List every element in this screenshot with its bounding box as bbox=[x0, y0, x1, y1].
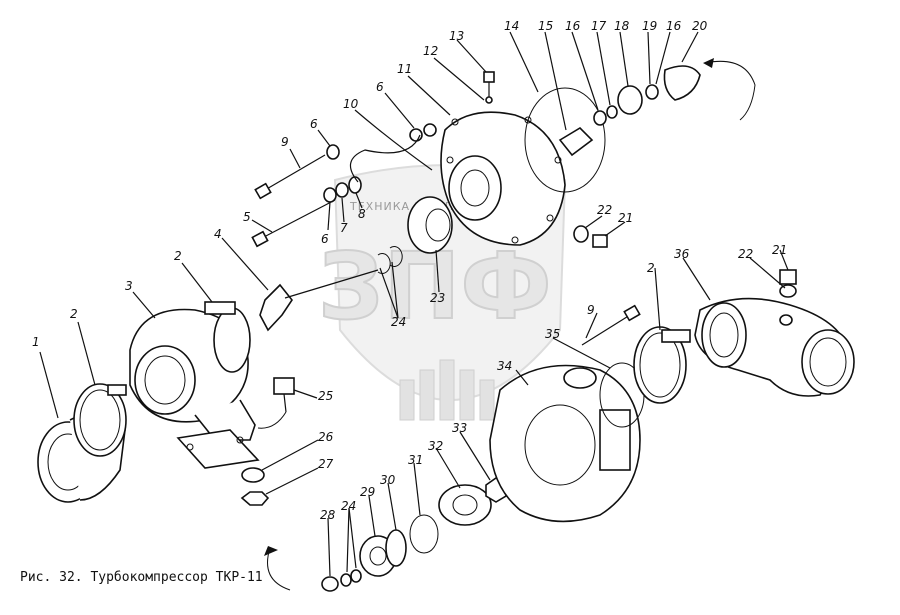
callout-18: 18 bbox=[614, 19, 630, 33]
callout-21b: 21 bbox=[772, 243, 787, 257]
part-bolt-25 bbox=[257, 377, 295, 429]
callout-12: 12 bbox=[423, 44, 438, 58]
callout-2b: 2 bbox=[174, 249, 182, 263]
part-nut-28 bbox=[321, 569, 362, 592]
callout-19: 19 bbox=[642, 19, 657, 33]
callout-20: 20 bbox=[692, 19, 708, 33]
part-center-housing bbox=[440, 111, 566, 246]
callout-6b: 6 bbox=[321, 232, 329, 246]
callout-3: 3 bbox=[125, 279, 133, 293]
part-compressor-housing bbox=[489, 364, 641, 523]
callout-7: 7 bbox=[340, 221, 348, 235]
callout-16a: 16 bbox=[565, 19, 581, 33]
callout-34: 34 bbox=[497, 359, 512, 373]
callout-2c: 2 bbox=[647, 261, 655, 275]
callout-8: 8 bbox=[358, 207, 366, 221]
callout-17: 17 bbox=[591, 19, 607, 33]
callout-35: 35 bbox=[545, 327, 560, 341]
callout-9a: 9 bbox=[281, 135, 289, 149]
callout-13: 13 bbox=[449, 29, 464, 43]
figure-caption: Рис. 32. Турбокомпрессор ТКР-11 bbox=[20, 570, 263, 585]
callout-16b: 16 bbox=[666, 19, 682, 33]
callout-6a: 6 bbox=[310, 117, 318, 131]
callout-22b: 22 bbox=[738, 247, 753, 261]
callout-26: 26 bbox=[318, 430, 334, 444]
part-bolt-5 bbox=[251, 199, 336, 248]
part-clamp-turbine bbox=[204, 301, 251, 373]
callout-28: 28 bbox=[320, 508, 336, 522]
callout-1: 1 bbox=[32, 335, 40, 349]
part-outlet-elbow bbox=[694, 297, 855, 397]
callout-4: 4 bbox=[214, 227, 222, 241]
callout-9b: 9 bbox=[587, 303, 595, 317]
callout-10: 10 bbox=[343, 97, 359, 111]
callout-14: 14 bbox=[504, 19, 519, 33]
callout-22a: 22 bbox=[597, 203, 612, 217]
callout-25: 25 bbox=[318, 389, 333, 403]
callout-5: 5 bbox=[243, 210, 251, 224]
part-screw-12-13 bbox=[483, 71, 495, 104]
part-washers-6-7-8 bbox=[323, 144, 362, 203]
callout-24b: 24 bbox=[341, 499, 356, 513]
part-clamp-left bbox=[73, 383, 127, 457]
callout-21a: 21 bbox=[618, 211, 633, 225]
callout-11: 11 bbox=[397, 62, 412, 76]
part-oring-14 bbox=[524, 87, 606, 193]
part-plug-21-22-right bbox=[779, 269, 797, 298]
part-bolt-9-top bbox=[254, 154, 326, 200]
part-washer-26 bbox=[241, 467, 265, 483]
callout-15: 15 bbox=[538, 19, 553, 33]
part-turbine-rotor bbox=[259, 269, 379, 332]
rotation-arrow-top bbox=[703, 58, 756, 121]
part-clamp-right bbox=[633, 326, 691, 404]
callout-6c: 6 bbox=[376, 80, 384, 94]
callout-32: 32 bbox=[428, 439, 443, 453]
part-bolt-9-right bbox=[581, 304, 641, 346]
callout-23: 23 bbox=[430, 291, 445, 305]
part-small-16-20 bbox=[593, 65, 701, 126]
part-snapring-31 bbox=[409, 514, 439, 554]
leader-lines bbox=[39, 31, 789, 577]
callout-30: 30 bbox=[380, 473, 396, 487]
part-seal-23 bbox=[407, 196, 453, 254]
callout-29: 29 bbox=[360, 485, 375, 499]
part-bearing-15 bbox=[558, 126, 594, 157]
callout-labels: 1 2 2 2 3 4 5 6 6 6 7 8 9 9 10 11 12 13 … bbox=[32, 19, 787, 522]
part-nut-27 bbox=[240, 491, 270, 506]
callout-2a: 2 bbox=[70, 307, 78, 321]
callout-27: 27 bbox=[318, 457, 334, 471]
callout-31: 31 bbox=[408, 453, 423, 467]
rotation-arrow-bottom bbox=[264, 546, 291, 591]
part-compressor-wheel bbox=[438, 484, 492, 526]
callout-36: 36 bbox=[674, 247, 690, 261]
callout-24a: 24 bbox=[391, 315, 406, 329]
part-plug-21-22 bbox=[573, 225, 608, 248]
callout-33: 33 bbox=[452, 421, 467, 435]
part-nuts-6-10 bbox=[409, 123, 437, 142]
part-thrust-30 bbox=[385, 529, 407, 567]
